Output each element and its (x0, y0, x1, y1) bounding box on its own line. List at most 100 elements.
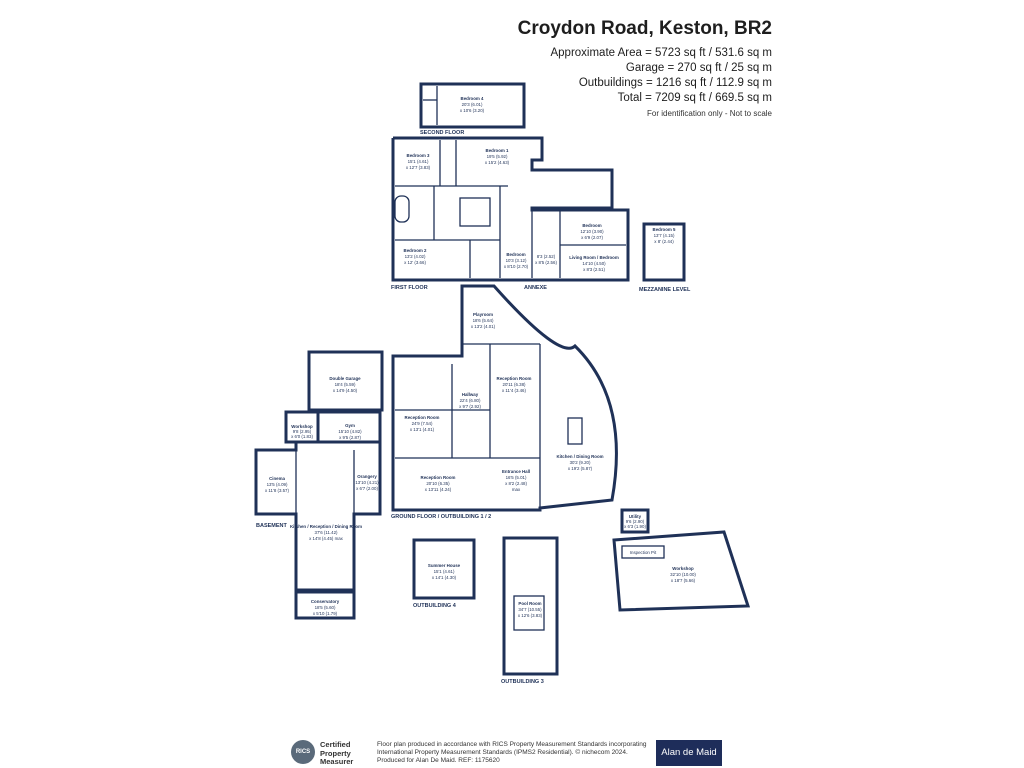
conservatory-dim2: x 5'10 (1.79) (313, 611, 338, 616)
annexe-small-dim2: x 8'5 (2.56) (535, 260, 557, 265)
playroom-dim1: 18'6 (5.64) (473, 318, 494, 323)
bedroom-3-dim1: 15'1 (4.61) (408, 159, 429, 164)
gym-dim2: x 9'5 (2.87) (339, 435, 361, 440)
gym-dim1: 15'10 (4.82) (338, 429, 362, 434)
ground-floor: Playroom 18'6 (5.64) x 13'2 (4.01) Recep… (391, 284, 618, 520)
conservatory-dim1: 18'5 (5.60) (315, 605, 336, 610)
area-total: Total = 7209 sq ft / 669.5 sq m (617, 92, 772, 104)
utility-dim2: x 6'3 (1.90) (624, 524, 646, 529)
rics-logo: RICS (291, 740, 315, 764)
utility-dim1: 9'6 (2.90) (626, 519, 645, 524)
pool-room-dim2: x 12'6 (3.83) (518, 613, 543, 618)
playroom-name: Playroom (473, 312, 493, 317)
reception-upper-dim2: x 11'4 (3.46) (502, 388, 526, 393)
workshop-small-name: Workshop (291, 424, 313, 429)
playroom-dim2: x 13'2 (4.01) (471, 324, 496, 329)
workshop-large-name: Workshop (672, 566, 694, 571)
reception-left-dim1: 24'9 (7.54) (412, 421, 433, 426)
reception-upper-name: Reception Room (497, 376, 532, 381)
bedroom-1-dim2: x 15'2 (4.63) (485, 160, 510, 165)
annexe-bedroom-dim1: 10'3 (3.12) (506, 258, 527, 263)
header: Croydon Road, Keston, BR2 Approximate Ar… (518, 18, 772, 118)
area-garage: Garage = 270 sq ft / 25 sq m (625, 62, 772, 74)
bedroom-4-dim2: x 10'6 (3.20) (460, 108, 485, 113)
bedroom-5-dim2: x 8' (2.44) (654, 239, 674, 244)
hallway-name: Hallway (462, 392, 479, 397)
hallway-dim2: x 9'7 (2.92) (459, 404, 481, 409)
living-bedroom-name: Living Room / Bedroom (569, 255, 619, 260)
outbuilding-4: Summer House 15'1 (4.61) x 14'1 (4.30) O… (412, 538, 476, 609)
utility-name: Utility (629, 514, 642, 519)
area-approx: Approximate Area = 5723 sq ft / 531.6 sq… (550, 47, 772, 59)
bedroom-5-name: Bedroom 5 (653, 227, 676, 232)
bedroom-2-dim1: 13'2 (4.02) (405, 254, 426, 259)
bedroom-5-dim1: 13'7 (4.15) (654, 233, 675, 238)
bedroom-3-name: Bedroom 3 (407, 153, 430, 158)
label-outbuilding-3: OUTBUILDING 3 (501, 679, 544, 685)
bedroom-2-dim2: x 12' (3.66) (404, 260, 426, 265)
bedroom-4-dim1: 20'3 (6.01) (462, 102, 483, 107)
annexe-bedroom-name: Bedroom (506, 252, 525, 257)
pool-room-name: Pool Room (518, 601, 541, 606)
double-garage-dim1: 18'4 (5.59) (335, 382, 356, 387)
second-floor: Bedroom 4 20'3 (6.01) x 10'6 (3.20) SECO… (419, 82, 526, 136)
footer-disclaimer: Floor plan produced in accordance with R… (377, 741, 667, 765)
outbuilding-3: Pool Room 34'7 (10.55) x 12'6 (3.83) OUT… (501, 536, 559, 685)
summer-house-dim2: x 14'1 (4.30) (432, 575, 457, 580)
workshop-small-dim1: 9'8 (2.95) (293, 429, 312, 434)
footer-line: Produced for Alan De Maid. REF: 1175620 (377, 757, 500, 764)
summer-house-dim1: 15'1 (4.61) (434, 569, 455, 574)
rics-cert-line: Property (320, 748, 351, 758)
bedroom-1-name: Bedroom 1 (486, 148, 509, 153)
kitchen-reception-basement-dim2: x 14'8 (4.45) max (309, 536, 344, 541)
property-title: Croydon Road, Keston, BR2 (517, 18, 772, 39)
conservatory-name: Conservatory (311, 599, 340, 604)
annexe-small-dim1: 8'3 (2.52) (537, 254, 556, 259)
basement: Cinema 13'5 (4.09) x 11'8 (3.57) Oranger… (254, 440, 382, 620)
kitchen-reception-basement-dim1: 37'6 (11.42) (315, 530, 339, 535)
first-floor: Bedroom 3 15'1 (4.61) x 12'7 (3.83) Bedr… (391, 136, 630, 291)
double-garage-name: Double Garage (329, 376, 361, 381)
area-outbuildings: Outbuildings = 1216 sq ft / 112.9 sq m (578, 77, 772, 89)
cinema-name: Cinema (269, 476, 285, 481)
pool-room-dim1: 34'7 (10.55) (518, 607, 542, 612)
orangery-dim1: 13'10 (4.21) (355, 480, 379, 485)
reception-left-dim2: x 13'1 (4.01) (410, 427, 435, 432)
workshop-utility: Utility 9'6 (2.90) x 6'3 (1.90) Inspecti… (612, 508, 751, 612)
label-mezzanine: MEZZANINE LEVEL (639, 287, 691, 293)
workshop-large-dim2: x 18'7 (5.66) (671, 578, 696, 583)
kitchen-dining-name: Kitchen / Dining Room (556, 454, 603, 459)
entrance-hall-name: Entrance Hall (502, 469, 530, 474)
living-bedroom-dim1: 14'10 (4.50) (582, 261, 606, 266)
summer-house-name: Summer House (428, 563, 461, 568)
reception-lower-name: Reception Room (421, 475, 456, 480)
annexe-bedroom2-name: Bedroom (582, 223, 601, 228)
rics-cert-line: Measurer (320, 757, 354, 766)
kitchen-dining-dim1: 30'2 (9.20) (570, 460, 591, 465)
orangery-name: Orangery (357, 474, 377, 479)
cinema-dim1: 13'5 (4.09) (267, 482, 288, 487)
bedroom-3-dim2: x 12'7 (3.83) (406, 165, 431, 170)
label-ground-floor: GROUND FLOOR / OUTBUILDING 1 / 2 (391, 514, 491, 520)
entrance-hall-dim3: max (512, 487, 521, 492)
footer-line: International Property Measurement Stand… (377, 749, 628, 756)
reception-lower-dim2: x 13'11 (4.24) (425, 487, 452, 492)
label-second-floor: SECOND FLOOR (420, 130, 464, 136)
rics-cert-line: Certified (320, 740, 351, 749)
agent-brand-logo: Alan de Maid (656, 740, 722, 766)
reception-lower-dim1: 20'10 (6.35) (426, 481, 450, 486)
workshop-large-dim1: 32'10 (10.00) (670, 572, 696, 577)
gym-name: Gym (345, 423, 355, 428)
cinema-dim2: x 11'8 (3.57) (265, 488, 289, 493)
living-bedroom-dim2: x 8'3 (2.51) (583, 267, 605, 272)
label-annexe: ANNEXE (524, 285, 547, 291)
reception-upper-dim1: 20'11 (6.38) (503, 382, 527, 387)
scale-note: For identification only - Not to scale (647, 109, 772, 118)
annexe-bedroom2-dim2: x 6'9 (2.07) (581, 235, 603, 240)
workshop-small-dim2: x 6'0 (1.83) (291, 434, 313, 439)
label-first-floor: FIRST FLOOR (391, 285, 428, 291)
annexe-bedroom-dim2: x 8'10 (2.70) (504, 264, 529, 269)
kitchen-dining-dim2: x 19'2 (5.87) (568, 466, 593, 471)
rics-certification: Certified Property Measurer (320, 740, 354, 767)
entrance-hall-dim2: x 8'2 (2.48) (505, 481, 527, 486)
